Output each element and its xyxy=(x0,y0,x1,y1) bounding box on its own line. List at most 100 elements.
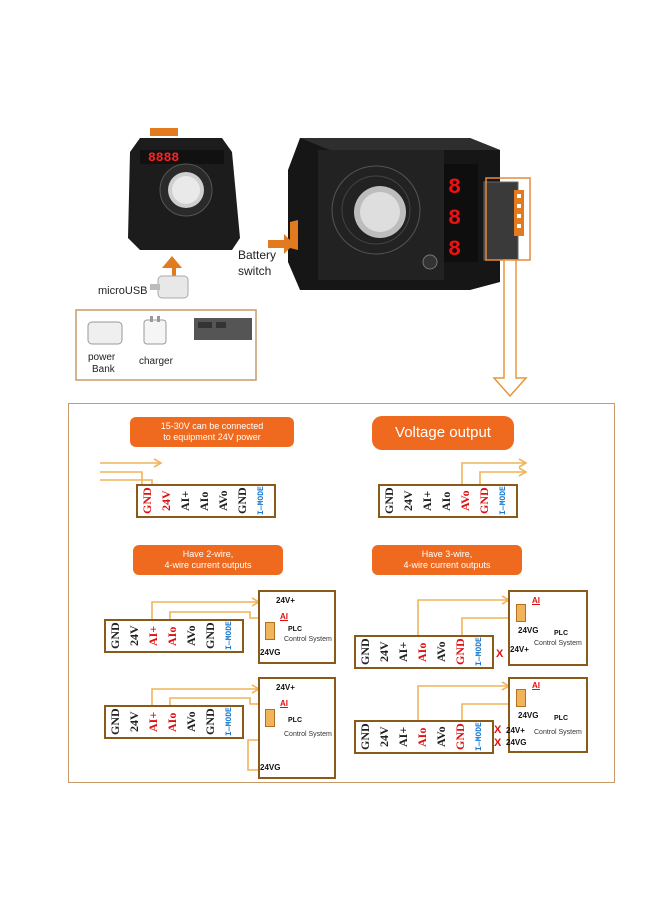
plc-box-3wire-a: AI 24VG PLC Control System xyxy=(508,590,588,666)
x-mark: X xyxy=(494,724,502,736)
terminal-avo: AVo xyxy=(434,726,448,748)
power-note-line1: 15-30V can be connected xyxy=(160,421,264,431)
terminal-aio: AIo xyxy=(415,727,429,747)
terminal-avo: AVo xyxy=(216,490,230,512)
wiring-diagram-frame xyxy=(68,403,615,783)
terminal-avo: AVo xyxy=(184,711,198,733)
voltage-output-callout: Voltage output xyxy=(372,416,514,450)
two-wire-line1: Have 2-wire, xyxy=(182,549,234,559)
plc-24v-plus-3wire-a: 24V+ xyxy=(510,645,529,654)
terminal-mode: I—MODE xyxy=(475,637,484,667)
terminal-aio: AIo xyxy=(439,491,453,511)
plc-24vg: 24VG xyxy=(518,626,539,635)
terminal-24v: 24V xyxy=(159,490,173,512)
power-bank-label-line1: power xyxy=(88,352,116,363)
plc-control-system: Control System xyxy=(284,731,332,738)
plc-box-2wire-a: 24V+ AI PLC Control System 24VG xyxy=(258,590,336,664)
device-illustration: 8888 8 8 8 xyxy=(75,128,531,398)
terminal-avo: AVo xyxy=(434,641,448,663)
plc-label: PLC xyxy=(554,715,568,722)
plc-resistor-icon xyxy=(516,604,526,622)
battery-label-line2: switch xyxy=(238,264,272,278)
terminal-24v: 24V xyxy=(127,625,141,647)
terminal-gnd: GND xyxy=(108,622,122,650)
plc-ai: AI xyxy=(532,681,540,690)
three-wire-callout: Have 3-wire, 4-wire current outputs xyxy=(372,545,522,575)
terminal-block-voltage: GND 24V AI+ AIo AVo GND I—MODE xyxy=(378,484,518,518)
terminal-24v: 24V xyxy=(401,490,415,512)
terminal-ai-plus: AI+ xyxy=(396,726,410,748)
power-bank-label-line2: Bank xyxy=(92,364,115,375)
x-mark: X xyxy=(496,648,504,660)
microusb-label: microUSB xyxy=(98,285,148,297)
arrow-down-icon xyxy=(492,259,528,398)
plc-label: PLC xyxy=(288,717,302,724)
plc-24v-plus-3wire-b: 24V+ xyxy=(506,726,525,735)
terminal-block-2wire-a: GND 24V AI+ AIo AVo GND I—MODE xyxy=(104,619,244,653)
plc-resistor-icon xyxy=(265,622,275,640)
plc-ai: AI xyxy=(280,699,288,708)
plc-box-3wire-b: AI 24VG PLC Control System xyxy=(508,677,588,753)
plc-24vg: 24VG xyxy=(518,711,539,720)
terminal-block-3wire-a: GND 24V AI+ AIo AVo GND I—MODE xyxy=(354,635,494,669)
terminal-mode: I—MODE xyxy=(225,621,234,651)
terminal-gnd-right: GND xyxy=(453,723,467,751)
svg-text:8: 8 xyxy=(448,175,461,200)
svg-text:8888: 8888 xyxy=(148,150,179,165)
plc-control-system: Control System xyxy=(534,729,582,736)
terminal-gnd-right: GND xyxy=(477,487,491,515)
terminal-block-3wire-b: GND 24V AI+ AIo AVo GND I—MODE xyxy=(354,720,494,754)
terminal-aio: AIo xyxy=(197,491,211,511)
plc-24vg-3wire-b: 24VG xyxy=(506,738,527,747)
battery-label-line1: Battery xyxy=(238,248,277,262)
three-wire-line2: 4-wire current outputs xyxy=(403,560,491,570)
terminal-gnd-right: GND xyxy=(203,708,217,736)
terminal-gnd: GND xyxy=(358,723,372,751)
plc-24v-plus: 24V+ xyxy=(276,596,295,605)
terminal-aio: AIo xyxy=(165,712,179,732)
terminal-24v: 24V xyxy=(377,726,391,748)
arrow-up-icon xyxy=(162,256,182,282)
power-note-callout: 15-30V can be connected to equipment 24V… xyxy=(130,417,294,447)
plc-24v-plus: 24V+ xyxy=(276,683,295,692)
terminal-gnd: GND xyxy=(108,708,122,736)
terminal-ai-plus: AI+ xyxy=(146,625,160,647)
plc-control-system: Control System xyxy=(534,640,582,647)
power-note-line2: to equipment 24V power xyxy=(163,432,261,442)
terminal-mode: I—MODE xyxy=(225,707,234,737)
terminal-avo: AVo xyxy=(184,625,198,647)
three-wire-line1: Have 3-wire, xyxy=(421,549,473,559)
terminal-gnd: GND xyxy=(382,487,396,515)
plc-resistor-icon xyxy=(516,689,526,707)
terminal-ai-plus: AI+ xyxy=(178,490,192,512)
terminal-aio: AIo xyxy=(415,642,429,662)
terminal-24v: 24V xyxy=(127,711,141,733)
two-wire-line2: 4-wire current outputs xyxy=(164,560,252,570)
large-device: 8 8 8 xyxy=(288,138,524,290)
two-wire-callout: Have 2-wire, 4-wire current outputs xyxy=(133,545,283,575)
plc-24vg: 24VG xyxy=(260,763,281,772)
terminal-mode: I—MODE xyxy=(499,486,508,516)
terminal-gnd-right: GND xyxy=(203,622,217,650)
small-device: 8888 xyxy=(128,128,240,250)
terminal-gnd-right: GND xyxy=(453,638,467,666)
terminal-gnd: GND xyxy=(140,487,154,515)
svg-text:8: 8 xyxy=(448,237,461,262)
plc-control-system: Control System xyxy=(284,636,332,643)
plc-box-2wire-b: 24V+ AI PLC Control System 24VG xyxy=(258,677,336,779)
terminal-mode: I—MODE xyxy=(475,722,484,752)
terminal-24v: 24V xyxy=(377,641,391,663)
plc-label: PLC xyxy=(554,630,568,637)
plc-ai: AI xyxy=(532,596,540,605)
terminal-aio: AIo xyxy=(165,626,179,646)
terminal-gnd-right: GND xyxy=(235,487,249,515)
plc-label: PLC xyxy=(288,626,302,633)
terminal-mode: I—MODE xyxy=(257,486,266,516)
terminal-ai-plus: AI+ xyxy=(146,711,160,733)
x-mark: X xyxy=(494,737,502,749)
plc-24vg: 24VG xyxy=(260,648,281,657)
terminal-block-power: GND 24V AI+ AIo AVo GND I—MODE xyxy=(136,484,276,518)
terminal-ai-plus: AI+ xyxy=(420,490,434,512)
svg-text:8: 8 xyxy=(448,206,461,231)
terminal-block-2wire-b: GND 24V AI+ AIo AVo GND I—MODE xyxy=(104,705,244,739)
